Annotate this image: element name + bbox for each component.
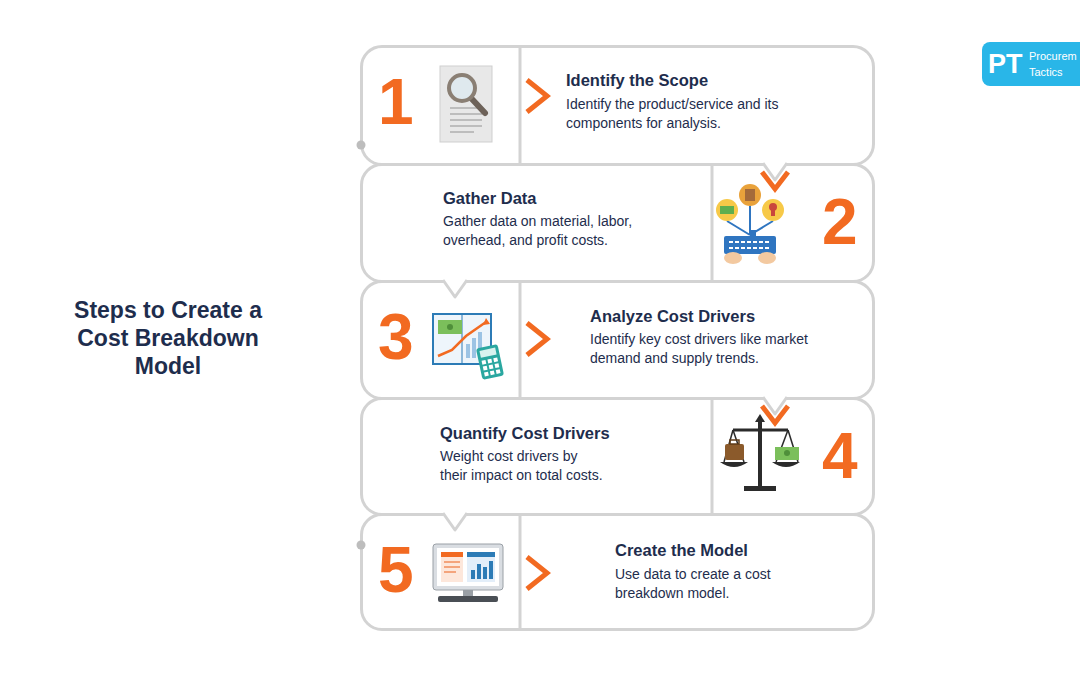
step-box: 5 Create the ModelUse data to create a co… (360, 513, 875, 631)
step-number: 2 (822, 190, 872, 254)
logo-badge: PTProcuremTactics (982, 42, 1080, 86)
step-description: Gather data on material, labor, overhead… (443, 212, 660, 250)
step-description: Weight cost drivers by their impact on t… (440, 447, 608, 485)
step-number: 1 (378, 70, 438, 134)
step-heading: Gather Data (443, 188, 683, 208)
step-heading: Create the Model (615, 540, 855, 560)
step-description: Use data to create a cost breakdown mode… (615, 565, 772, 603)
step-description: Identify key cost drivers like market de… (590, 330, 830, 368)
step-box: 2 Gather DataGather data on material, lab… (360, 163, 875, 283)
step-box: 3 Analyze Cost DriversIdentify key cost d… (360, 280, 875, 400)
step-number: 4 (822, 424, 872, 488)
diagram-title: Steps to Create a Cost Breakdown Model (52, 296, 284, 380)
step-heading: Identify the Scope (566, 70, 856, 90)
step-description: Identify the product/service and its com… (566, 95, 790, 133)
logo-text: Tactics (1029, 65, 1080, 79)
step-heading: Quantify Cost Drivers (440, 423, 690, 443)
step-number: 3 (378, 305, 438, 369)
step-box: 1 Identify the ScopeIdentify the product/… (360, 45, 875, 166)
step-box: 4 Quantify Cost DriversWeight cost driver… (360, 397, 875, 516)
logo-text: Procurem (1029, 49, 1080, 63)
logo-mark: PT (988, 48, 1028, 80)
step-heading: Analyze Cost Drivers (590, 306, 860, 326)
step-number: 5 (378, 538, 438, 602)
